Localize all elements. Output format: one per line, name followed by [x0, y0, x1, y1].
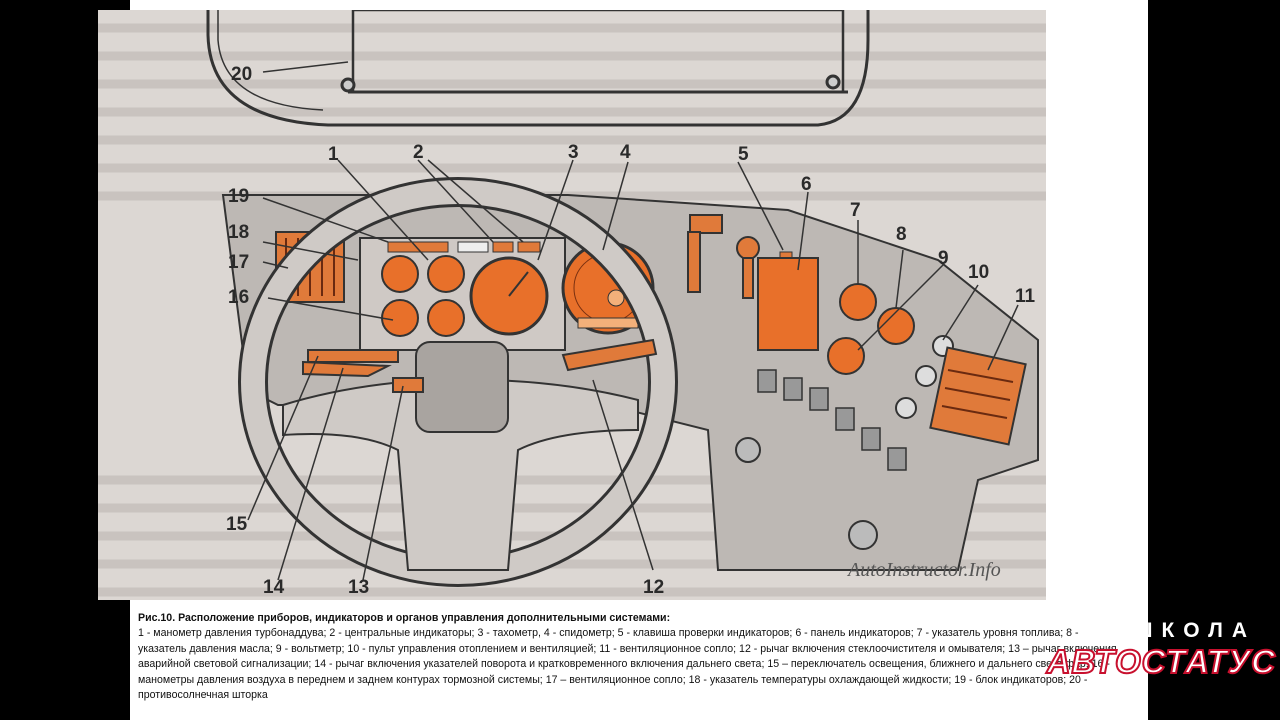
figure-caption: Рис.10. Расположение приборов, индикатор…: [138, 611, 1118, 703]
label-4: 4: [620, 142, 631, 163]
leader-lines: [247, 61, 1019, 581]
logo-top-text: ШКОЛА: [1131, 619, 1256, 642]
label-1: 1: [328, 144, 339, 165]
label-6: 6: [801, 174, 812, 195]
logo-brand-text: АВТОСТАТУС: [1046, 642, 1276, 681]
label-11: 11: [1015, 286, 1036, 307]
label-7: 7: [850, 200, 861, 221]
steering-wheel: [238, 177, 678, 587]
dashboard-illustration: 1 2 3 4 5 6 7 8 9 10 11 12 13 14 15 16 1…: [98, 10, 1046, 598]
label-8: 8: [896, 224, 907, 245]
watermark: AutoInstructor.Info: [846, 559, 1001, 581]
label-2: 2: [413, 142, 424, 163]
label-20: 20: [231, 64, 252, 85]
label-17: 17: [228, 252, 249, 273]
dashboard-diagram: 1 2 3 4 5 6 7 8 9 10 11 12 13 14 15 16 1…: [98, 10, 1046, 600]
brand-logo: ШКОЛА АВТОСТАТУС: [1010, 617, 1280, 687]
caption-title: Рис.10. Расположение приборов, индикатор…: [138, 612, 671, 624]
sun-visor: [206, 10, 870, 127]
label-10: 10: [968, 262, 989, 283]
label-15: 15: [226, 514, 248, 535]
label-19: 19: [228, 186, 249, 207]
label-9: 9: [938, 248, 949, 269]
center-levers: [687, 214, 793, 299]
label-16: 16: [228, 287, 249, 308]
label-12: 12: [643, 577, 664, 598]
label-13: 13: [348, 577, 369, 598]
caption-body: 1 - манометр давления турбонаддува; 2 - …: [138, 627, 1117, 702]
label-5: 5: [738, 144, 749, 165]
label-3: 3: [568, 142, 579, 163]
instrument-cluster: [359, 237, 566, 351]
label-18: 18: [228, 222, 249, 243]
label-14: 14: [263, 577, 285, 598]
